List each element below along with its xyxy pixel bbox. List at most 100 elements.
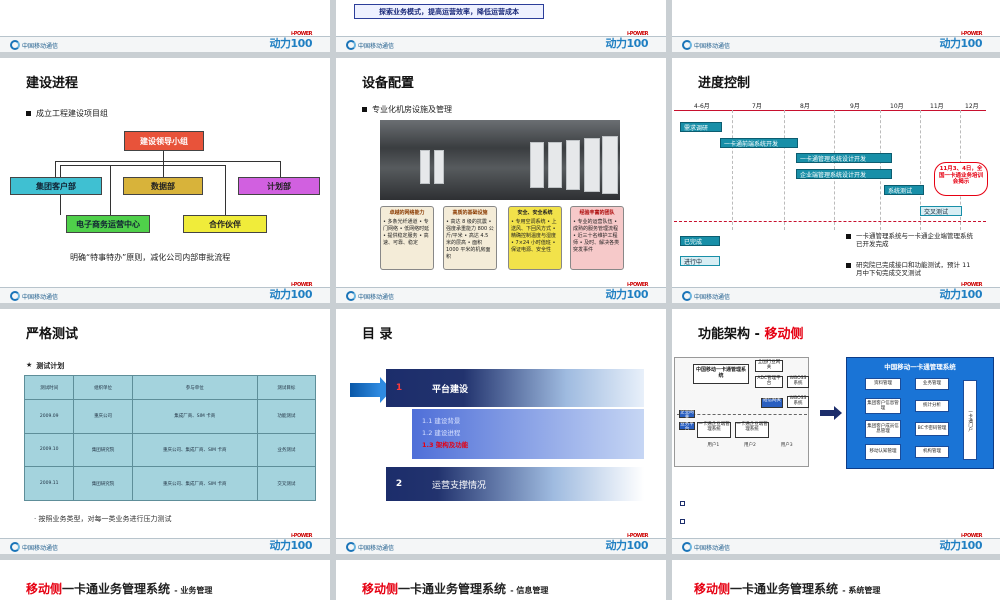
arch-user-label: 用户2 bbox=[744, 443, 756, 448]
gantt-bar-testing: 系统测试 bbox=[884, 185, 924, 195]
org-partner: 合作伙伴 bbox=[183, 215, 267, 233]
table-cell: 2009.09 bbox=[23, 399, 75, 434]
toc-subitems: 1.1 建设背景 1.2 建设进程 1.3 架构及功能 bbox=[412, 409, 644, 459]
slide-testing[interactable]: 严格测试 ★测试计划 测试时间 组织单位 参与单位 测试目标 2009.09 重… bbox=[0, 309, 330, 554]
title-highlight: 移动侧 bbox=[694, 582, 731, 596]
table-header: 测试时间 bbox=[23, 375, 75, 400]
slide-title: 进度控制 bbox=[698, 76, 751, 91]
table-cell: 交叉测试 bbox=[256, 466, 317, 501]
china-mobile-logo: 中国移动通信 bbox=[346, 542, 394, 552]
card-head: 卓越的网络能力 bbox=[389, 210, 425, 216]
schedule-note: 一卡通管理系统与一卡通企业端管理系统已开发完成 bbox=[846, 232, 976, 249]
title-prefix: 功能架构 - bbox=[698, 327, 760, 342]
arch-fn-button[interactable]: 集团客户信息管理 bbox=[865, 398, 901, 414]
table-cell: 重庆公司、集成厂商、SIM 卡商 bbox=[131, 466, 258, 501]
month-label: 8月 bbox=[800, 103, 810, 110]
rack-image bbox=[548, 142, 562, 188]
table-header: 组织单位 bbox=[73, 375, 133, 400]
toc-subitem[interactable]: 1.1 建设背景 bbox=[422, 417, 461, 425]
bullet-square-icon bbox=[362, 107, 367, 112]
rack-image bbox=[420, 150, 430, 184]
m100-text: 动力100 bbox=[939, 539, 983, 552]
rack-image bbox=[566, 140, 580, 190]
bullet-text: 成立工程建设项目组 bbox=[36, 109, 108, 118]
toc-subitem-active[interactable]: 1.3 架构及功能 bbox=[422, 441, 469, 449]
arch-fn-button[interactable]: 机构管理 bbox=[915, 446, 949, 458]
arch-core-system: 中国移动一卡通管理系统 bbox=[693, 364, 749, 384]
arch-enterprise-mgmt-1: 一卡通企业端管理系统 bbox=[697, 422, 731, 438]
toc-number: 1 bbox=[395, 383, 403, 393]
cm-name: 中国移动通信 bbox=[694, 544, 731, 552]
arch-right-panel: 中国移动一卡通管理系统 资料管理 业务管理 集团客户信息管理 统计分析 集团客户… bbox=[846, 357, 994, 469]
cm-name: 中国移动通信 bbox=[694, 42, 731, 50]
month-label: 4-6月 bbox=[694, 103, 710, 110]
arch-business-platform: 业务平台 bbox=[679, 422, 695, 432]
arch-fn-button[interactable]: 业务管理 bbox=[915, 378, 949, 390]
table-row: 2009.11 集团研究院 重庆公司、集成厂商、SIM 卡商 交叉测试 bbox=[23, 466, 317, 501]
card-body: • 专业的运营队伍 • 成熟的服务管理流程 • 近三十名维护工程师 • 及时、解… bbox=[573, 219, 620, 253]
cm-swirl-icon bbox=[682, 40, 692, 50]
slide-equipment[interactable]: 设备配置 专业化机房设施及管理 卓越的网络能力 • 多条光纤通道 • 专门网络 … bbox=[336, 58, 666, 303]
cm-swirl-icon bbox=[682, 542, 692, 552]
title-text: 一卡通业务管理系统 bbox=[398, 582, 507, 596]
toc-item-platform[interactable]: 1 平台建设 bbox=[386, 369, 644, 407]
bullet-facility: 专业化机房设施及管理 bbox=[362, 104, 452, 115]
china-mobile-logo: 中国移动通信 bbox=[346, 291, 394, 301]
slide-title: 移动侧一卡通业务管理系统 - 系统管理 bbox=[694, 580, 880, 597]
arch-arrow-head-icon bbox=[834, 406, 842, 420]
note-text: 研究院已完成接口和功能测试，预计 11 月中下旬完成交叉测试 bbox=[856, 261, 971, 278]
gantt-bar-frontend: 一卡通前端系统开发 bbox=[720, 138, 798, 148]
arch-user: 用户1 用户2 用户3 bbox=[695, 442, 805, 448]
arch-fn-button[interactable]: 资料管理 bbox=[865, 378, 901, 390]
org-connector bbox=[163, 151, 164, 161]
training-callout: 11月3、4日，全国一卡通业务培训会揭示 bbox=[934, 162, 988, 196]
arch-wboss-2: WBOSS系统 bbox=[787, 396, 809, 408]
slide-toc[interactable]: 目 录 1 平台建设 1.1 建设背景 1.2 建设进程 1.3 架构及功能 2… bbox=[336, 309, 666, 554]
arch-fn-button[interactable]: 集团客户成员信息管理 bbox=[865, 420, 901, 438]
slide-progress[interactable]: 建设进程 成立工程建设项目组 建设领导小组 集团客户部 数据部 计划部 电子商务… bbox=[0, 58, 330, 303]
m100-text: 动力100 bbox=[269, 288, 313, 301]
toc-subitem[interactable]: 1.2 建设进程 bbox=[422, 429, 461, 437]
arch-arrow-icon bbox=[820, 410, 834, 416]
bullet-square-icon bbox=[846, 263, 851, 268]
arch-portal[interactable]: 一卡通门户 bbox=[963, 380, 977, 460]
slide-bottom-left[interactable]: 移动侧一卡通业务管理系统 - 业务管理 bbox=[0, 560, 330, 600]
arch-fn-button[interactable]: 移动认知管理 bbox=[865, 444, 901, 460]
slide-architecture[interactable]: 功能架构 - 移动侧 中国移动一卡通管理系统 全国行业网关 ADC管理平台 WB… bbox=[672, 309, 1000, 554]
arch-fn-button[interactable]: 统计分析 bbox=[915, 400, 949, 412]
month-label: 12月 bbox=[965, 103, 979, 110]
slide-bottom-right[interactable]: 移动侧一卡通业务管理系统 - 系统管理 bbox=[672, 560, 1000, 600]
org-leader-group: 建设领导小组 bbox=[124, 131, 204, 151]
slide-title: 移动侧一卡通业务管理系统 - 信息管理 bbox=[362, 580, 548, 597]
cm-name: 中国移动通信 bbox=[22, 293, 59, 301]
cm-name: 中国移动通信 bbox=[694, 293, 731, 301]
server-room-photo bbox=[380, 120, 620, 200]
arch-divider bbox=[677, 414, 807, 415]
card-head: 高质的基础设施 bbox=[452, 210, 488, 216]
slide-schedule[interactable]: 进度控制 4-6月 7月 8月 9月 10月 11月 12月 需求调研 一卡通前… bbox=[672, 58, 1000, 303]
slide-title: 目 录 bbox=[362, 327, 393, 342]
title-highlight: 移动侧 bbox=[362, 582, 399, 596]
toc-item-operations[interactable]: 2 运营支撑情况 bbox=[386, 467, 644, 501]
org-connector bbox=[163, 161, 164, 177]
arch-bullet-square-icon bbox=[680, 501, 685, 506]
feature-card-network: 卓越的网络能力 • 多条光纤通道 • 专门网络 • 低网络时延 • 提供稳定服务… bbox=[380, 206, 434, 270]
rack-image bbox=[602, 136, 618, 194]
org-connector bbox=[225, 165, 226, 215]
slide-bottom-mid[interactable]: 移动侧一卡通业务管理系统 - 信息管理 bbox=[336, 560, 666, 600]
table-cell: 集团研究院 bbox=[73, 432, 133, 468]
cm-swirl-icon bbox=[10, 40, 20, 50]
arch-fn-button[interactable]: BC卡密码管理 bbox=[915, 422, 949, 436]
china-mobile-logo: 中国移动通信 bbox=[10, 291, 58, 301]
table-cell: 2009.10 bbox=[23, 432, 75, 468]
table-row: 2009.10 集团研究院 重庆公司、集成厂商、SIM 卡商 业务测试 bbox=[23, 432, 317, 468]
